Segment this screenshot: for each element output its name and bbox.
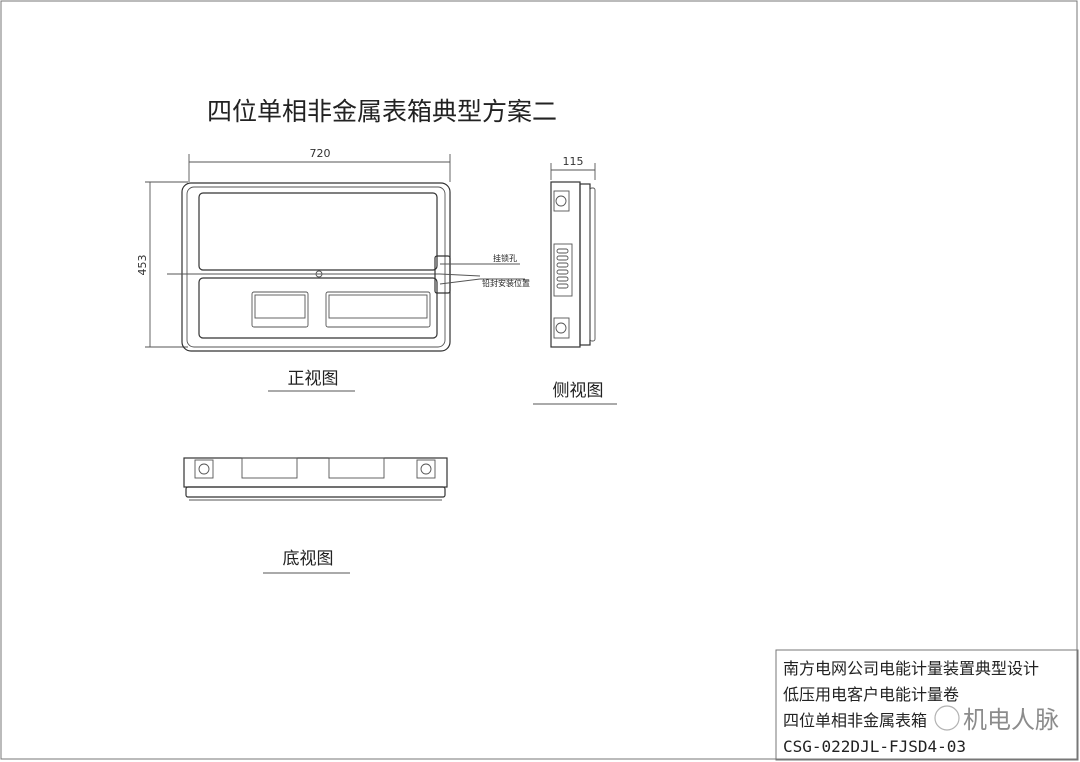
bottom-view	[183, 457, 448, 501]
title-block: 南方电网公司电能计量装置典型设计 低压用电客户电能计量卷 四位单相非金属表箱 C…	[775, 649, 1079, 761]
title-block-line2: 低压用电客户电能计量卷	[783, 685, 959, 704]
bottom-view-label: 底视图	[283, 549, 334, 569]
watermark: 机电人脉	[934, 705, 1059, 734]
lock-hole-callout: 挂锁孔	[493, 253, 517, 263]
seal-position-callout: 铅封安装位置	[482, 278, 530, 288]
chat-bubble-icon	[934, 705, 960, 731]
title-block-code: CSG-022DJL-FJSD4-03	[783, 737, 966, 756]
width-dimension: 720	[310, 147, 331, 160]
side-view-label: 侧视图	[553, 381, 604, 401]
title-block-line3: 四位单相非金属表箱	[783, 711, 927, 730]
front-view: 720 453 挂锁孔 铅封安装位置	[136, 147, 530, 352]
watermark-text: 机电人脉	[963, 706, 1059, 734]
drawing-title: 四位单相非金属表箱典型方案二	[207, 97, 557, 126]
height-dimension: 453	[136, 255, 149, 276]
title-block-line1: 南方电网公司电能计量装置典型设计	[783, 659, 1039, 678]
side-view: 115	[550, 155, 596, 348]
depth-dimension: 115	[563, 155, 584, 168]
front-view-label: 正视图	[288, 369, 339, 389]
